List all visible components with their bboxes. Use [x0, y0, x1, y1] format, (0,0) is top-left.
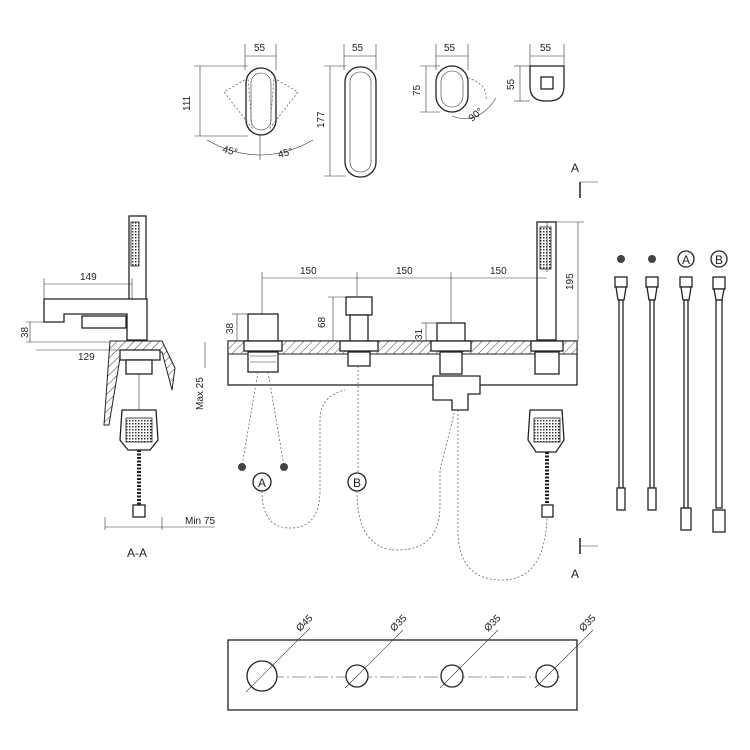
section-mark-bottom: A [571, 567, 579, 581]
front-view: A B 150 150 150 [225, 161, 598, 581]
hole-3-diameter: Ø35 [482, 613, 503, 634]
escutcheon-height-label: 55 [506, 78, 517, 90]
lever-angle-right-label: 45° [277, 146, 294, 161]
max-thickness-label: Max 25 [195, 377, 206, 410]
section-mark-top: A [571, 161, 579, 175]
spout-width-label: 55 [352, 43, 364, 54]
spout-height-label: 177 [316, 111, 327, 128]
spacing-2-label: 150 [396, 266, 413, 277]
hoses: A B [614, 250, 728, 533]
min-clearance-label: Min 75 [185, 516, 215, 527]
escutcheon-width-label: 55 [540, 43, 552, 54]
diverter-width-label: 55 [444, 43, 456, 54]
front-height-diverter-label: 31 [414, 328, 425, 340]
lever-angle-left-label: 45° [221, 144, 238, 159]
hole-1-diameter: Ø45 [294, 613, 315, 634]
outlet-height-label: 38 [20, 326, 31, 338]
top-view-escutcheon: 55 55 [506, 43, 565, 102]
hole-plan: Ø45 Ø35 Ø35 Ø35 [227, 613, 599, 711]
section-a-a-view: 149 38 129 Max 25 Min 75 A-A [20, 215, 215, 560]
hose-marker-b: B [715, 253, 723, 267]
diverter-height-label: 75 [412, 84, 423, 96]
hole-4-diameter: Ø35 [577, 613, 598, 634]
top-view-spout: 55 177 [316, 43, 377, 178]
hose-marker-a: A [682, 253, 690, 267]
lever-height-label: 111 [182, 95, 193, 111]
spacing-1-label: 150 [300, 266, 317, 277]
front-height-left-label: 38 [225, 322, 236, 334]
top-view-diverter: 55 75 90° [412, 43, 497, 124]
diverter-angle-label: 90° [467, 106, 486, 124]
spacing-3-label: 150 [490, 266, 507, 277]
front-height-spout-label: 68 [317, 316, 328, 328]
front-hose-marker-a: A [258, 476, 266, 490]
depth-label: 129 [78, 352, 95, 363]
reach-label: 149 [80, 272, 97, 283]
section-a-a-label: A-A [127, 546, 147, 560]
front-shower-height-label: 195 [565, 273, 576, 290]
hole-2-diameter: Ø35 [388, 613, 409, 634]
top-view-lever: 55 111 45° 45° [182, 43, 314, 161]
front-hose-marker-b: B [353, 476, 361, 490]
lever-width-label: 55 [254, 43, 266, 54]
